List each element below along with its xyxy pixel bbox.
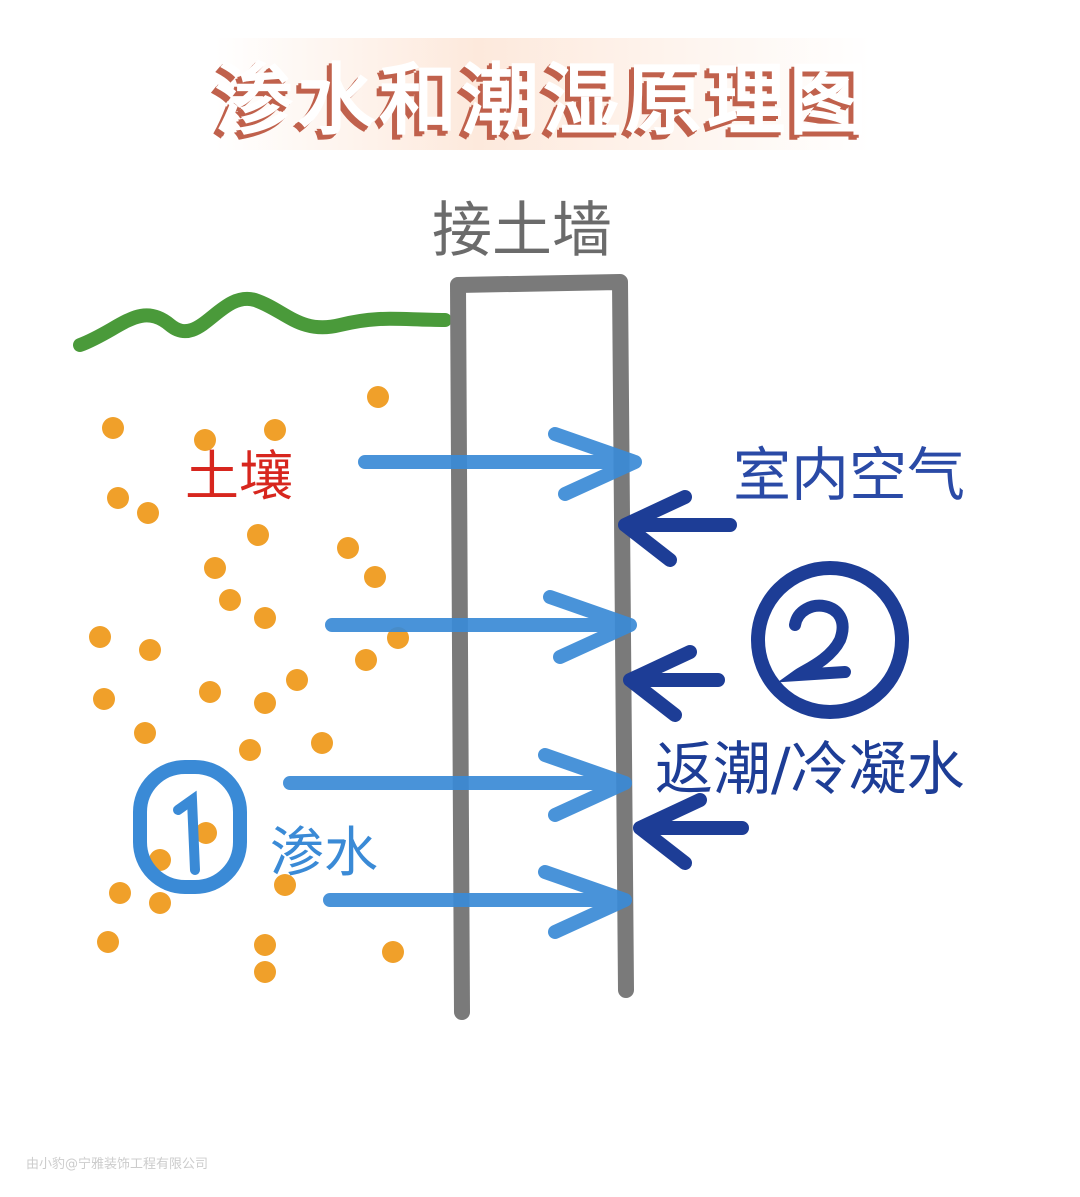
- indoor-air-label: 室内空气: [733, 441, 966, 509]
- soil-dot: [109, 882, 131, 904]
- condensation-arrow: [633, 793, 749, 870]
- soil-dot: [194, 429, 216, 451]
- soil-dot: [139, 639, 161, 661]
- soil-dot: [355, 649, 377, 671]
- soil-dot: [239, 739, 261, 761]
- soil-dot: [274, 874, 296, 896]
- condensation-arrow: [618, 490, 737, 567]
- seepage-arrow: [283, 748, 632, 822]
- soil-dot: [387, 627, 409, 649]
- soil-dot: [137, 502, 159, 524]
- soil-dot: [247, 524, 269, 546]
- condensation-arrow: [623, 645, 725, 722]
- soil-dot: [337, 537, 359, 559]
- page-title: 渗水和潮湿原理图: [215, 38, 872, 150]
- soil-dot: [311, 732, 333, 754]
- soil-dot: [219, 589, 241, 611]
- soil-dot: [367, 386, 389, 408]
- ground-surface-line: [73, 291, 452, 352]
- soil-dot: [89, 626, 111, 648]
- soil-dot: [134, 722, 156, 744]
- marker-2-digit: [777, 599, 851, 683]
- soil-dot: [93, 688, 115, 710]
- soil-dot: [286, 669, 308, 691]
- soil-dot: [254, 934, 276, 956]
- wall-outline: [450, 274, 634, 1020]
- soil-dot: [195, 822, 217, 844]
- soil-dot: [254, 961, 276, 983]
- soil-dot: [199, 681, 221, 703]
- seepage-label: 渗水: [270, 821, 378, 884]
- soil-dot: [97, 931, 119, 953]
- marker-1-circle: [133, 760, 247, 894]
- condensation-label: 返潮/冷凝水: [655, 735, 965, 803]
- soil-dot: [107, 487, 129, 509]
- wall-label: 接土墙: [432, 196, 612, 266]
- watermark: 由小豹@宁雅装饰工程有限公司: [26, 1157, 209, 1172]
- seepage-arrow: [323, 865, 632, 939]
- soil-dot: [102, 417, 124, 439]
- soil-dot: [364, 566, 386, 588]
- soil-dot: [264, 419, 286, 441]
- seepage-arrow: [358, 427, 642, 501]
- soil-dot: [382, 941, 404, 963]
- marker-2-circle: [751, 561, 909, 719]
- soil-label: 土壤: [185, 445, 293, 508]
- soil-particles: [89, 386, 409, 983]
- soil-dot: [254, 692, 276, 714]
- soil-dot: [254, 607, 276, 629]
- seepage-arrow: [325, 590, 637, 664]
- soil-dot: [149, 892, 171, 914]
- marker-1-digit: [173, 790, 200, 875]
- soil-dot: [204, 557, 226, 579]
